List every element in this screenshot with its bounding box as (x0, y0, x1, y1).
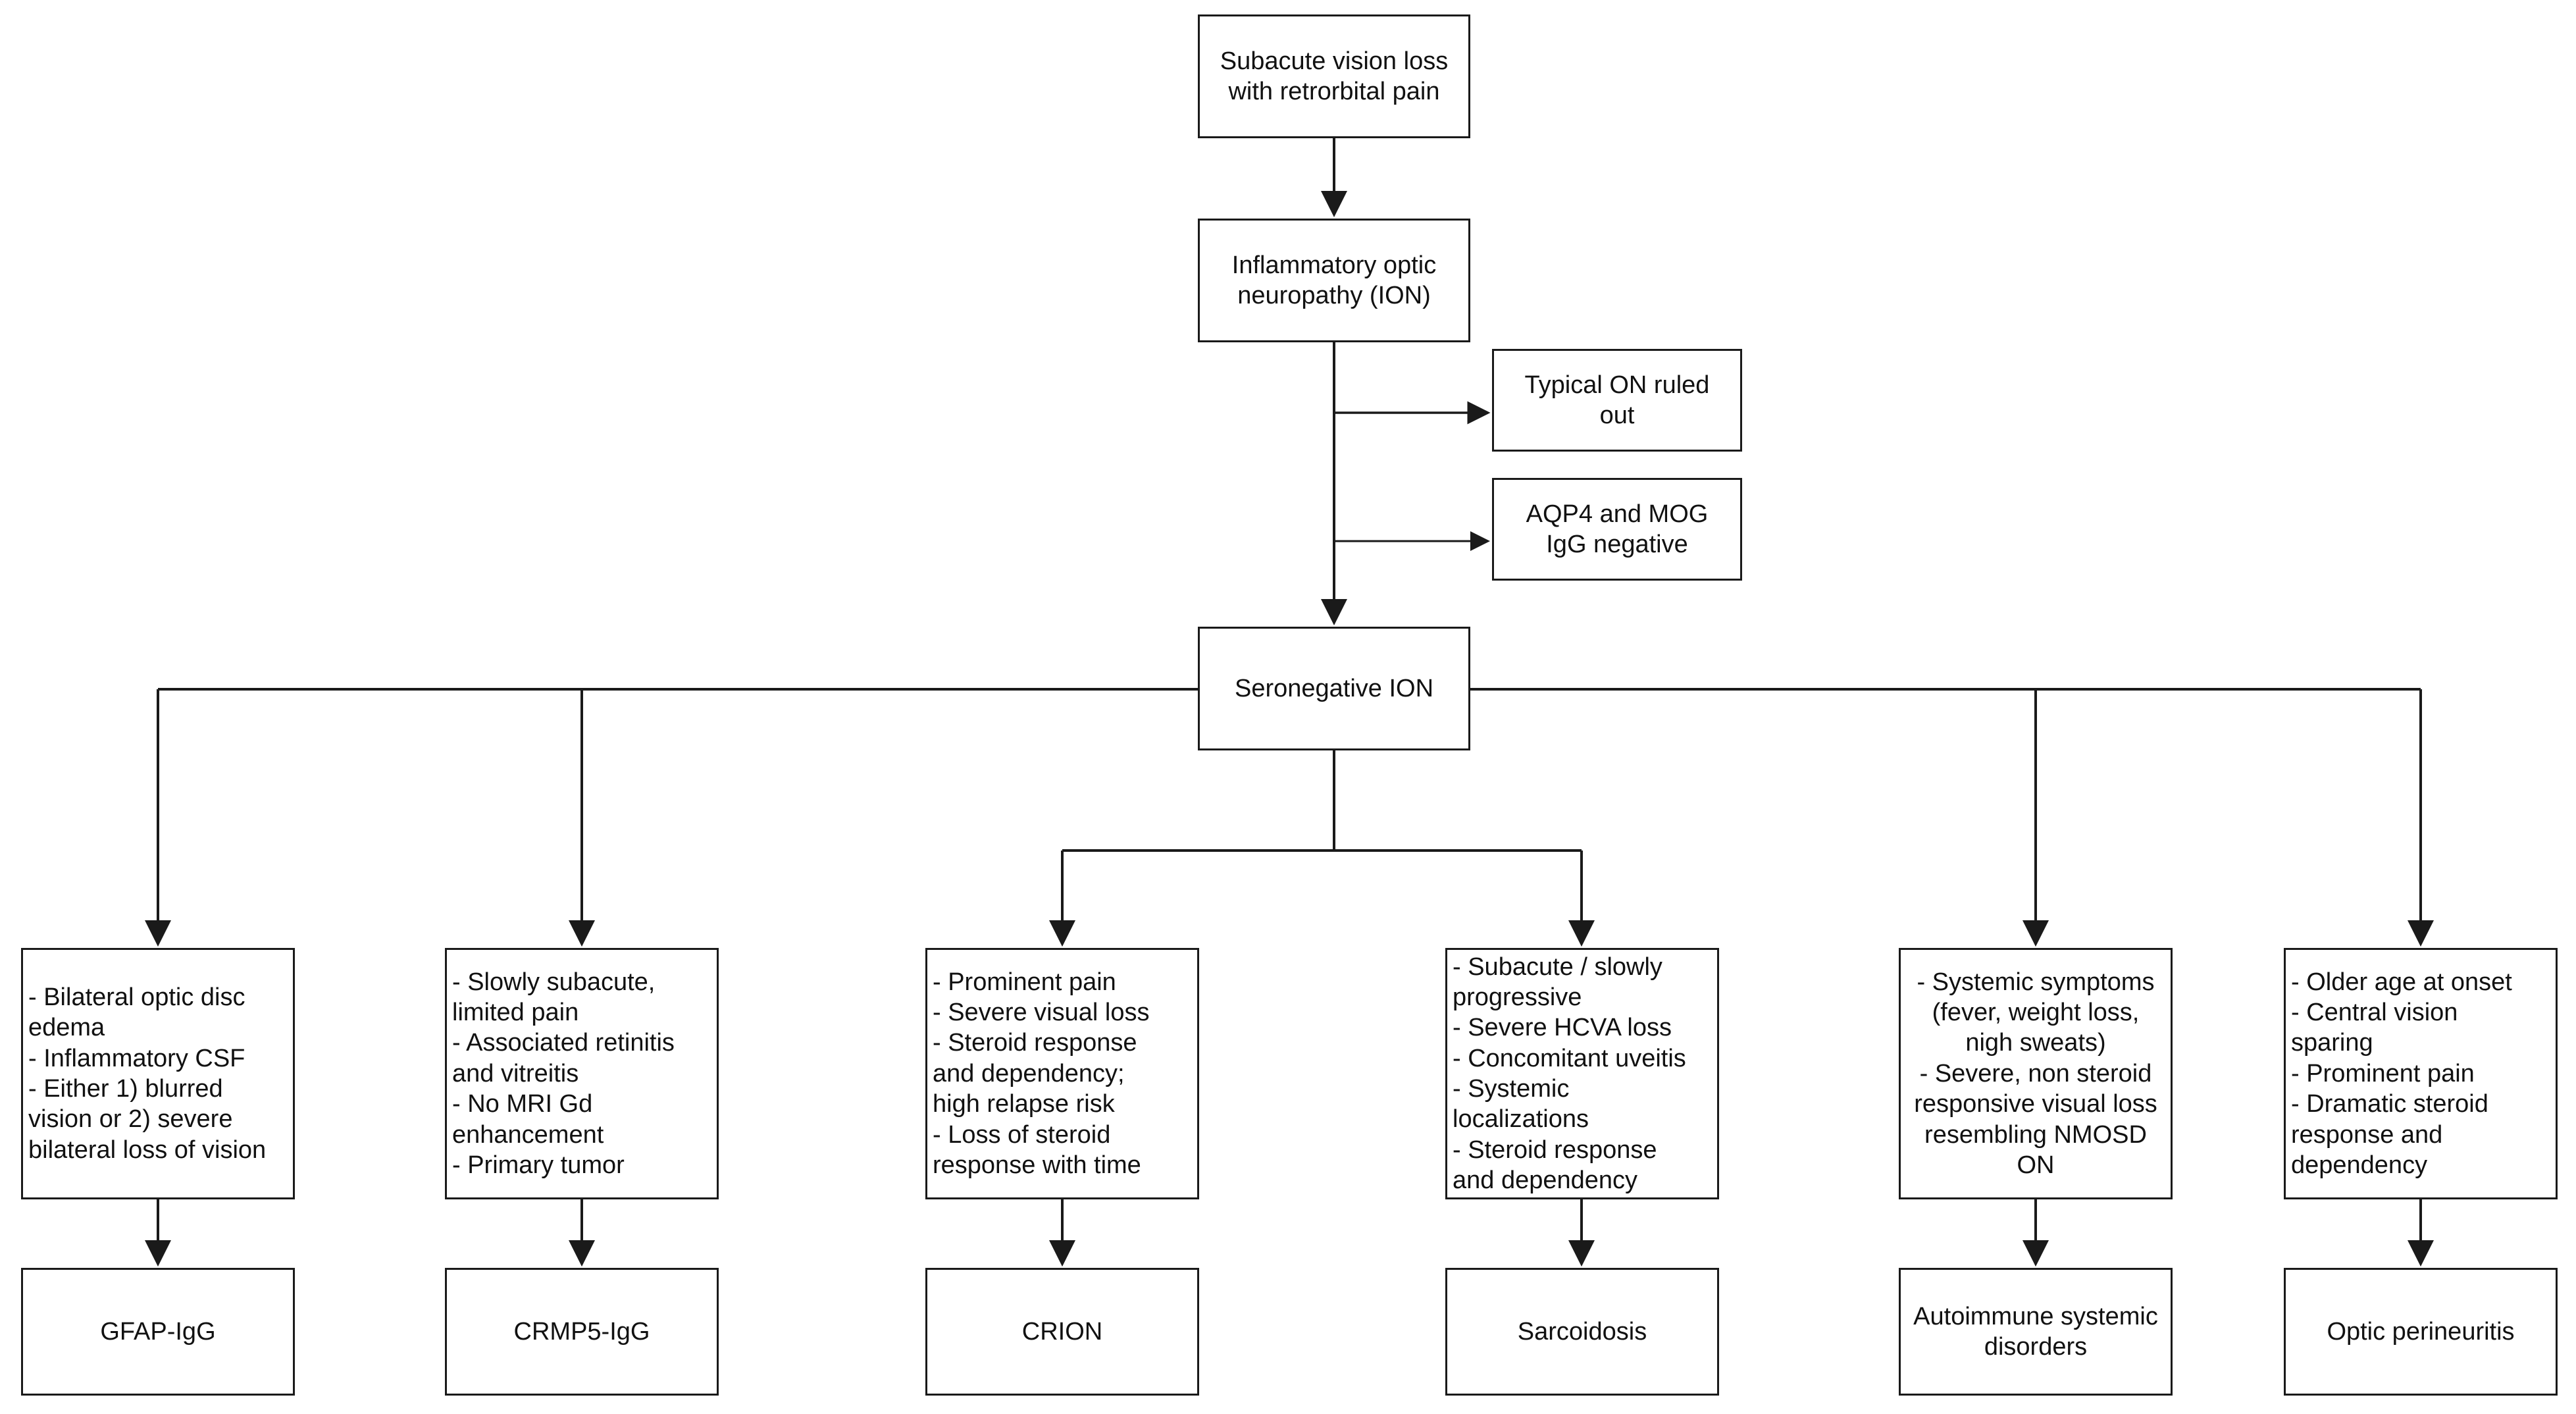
node-dx-sarcoidosis-text: Sarcoidosis (1517, 1317, 1647, 1346)
node-dx-gfap-text: GFAP-IgG (100, 1317, 216, 1346)
node-start-text: Subacute vision loss with retrorbital pa… (1220, 47, 1449, 105)
node-seronegative: Seronegative ION (1198, 627, 1470, 750)
node-dx-autoimmune: Autoimmune systemic disorders (1899, 1268, 2173, 1396)
node-start: Subacute vision loss with retrorbital pa… (1198, 14, 1470, 138)
node-aqp4-mog: AQP4 and MOG IgG negative (1492, 478, 1742, 581)
node-criteria-crion: - Prominent pain - Severe visual loss - … (925, 948, 1199, 1199)
node-typical-on-text: Typical ON ruled out (1524, 371, 1710, 429)
node-dx-crion: CRION (925, 1268, 1199, 1396)
node-criteria-perineuritis: - Older age at onset - Central vision sp… (2284, 948, 2558, 1199)
node-criteria-sarcoidosis-text: - Subacute / slowly progressive - Severe… (1453, 953, 1686, 1195)
node-typical-on: Typical ON ruled out (1492, 349, 1742, 452)
node-criteria-crmp5: - Slowly subacute, limited pain - Associ… (445, 948, 719, 1199)
node-dx-perineuritis-text: Optic perineuritis (2327, 1317, 2515, 1346)
node-dx-crmp5-text: CRMP5-IgG (513, 1317, 650, 1346)
node-dx-perineuritis: Optic perineuritis (2284, 1268, 2558, 1396)
node-ion-text: Inflammatory optic neuropathy (ION) (1231, 251, 1437, 309)
node-criteria-gfap: - Bilateral optic disc edema - Inflammat… (21, 948, 295, 1199)
node-ion: Inflammatory optic neuropathy (ION) (1198, 219, 1470, 342)
node-dx-crmp5: CRMP5-IgG (445, 1268, 719, 1396)
node-criteria-crion-text: - Prominent pain - Severe visual loss - … (933, 968, 1150, 1179)
node-dx-crion-text: CRION (1021, 1317, 1103, 1346)
node-seronegative-text: Seronegative ION (1234, 674, 1434, 702)
node-criteria-gfap-text: - Bilateral optic disc edema - Inflammat… (28, 983, 267, 1164)
node-criteria-perineuritis-text: - Older age at onset - Central vision sp… (2291, 968, 2512, 1179)
node-aqp4-mog-text: AQP4 and MOG IgG negative (1526, 500, 1709, 558)
node-criteria-crmp5-text: - Slowly subacute, limited pain - Associ… (452, 968, 675, 1179)
node-criteria-autoimmune: - Systemic symptoms (fever, weight loss,… (1899, 948, 2173, 1199)
node-dx-gfap: GFAP-IgG (21, 1268, 295, 1396)
node-criteria-sarcoidosis: - Subacute / slowly progressive - Severe… (1445, 948, 1719, 1199)
node-criteria-autoimmune-text: - Systemic symptoms (fever, weight loss,… (1914, 968, 2157, 1179)
node-dx-autoimmune-text: Autoimmune systemic disorders (1913, 1302, 2158, 1361)
node-dx-sarcoidosis: Sarcoidosis (1445, 1268, 1719, 1396)
